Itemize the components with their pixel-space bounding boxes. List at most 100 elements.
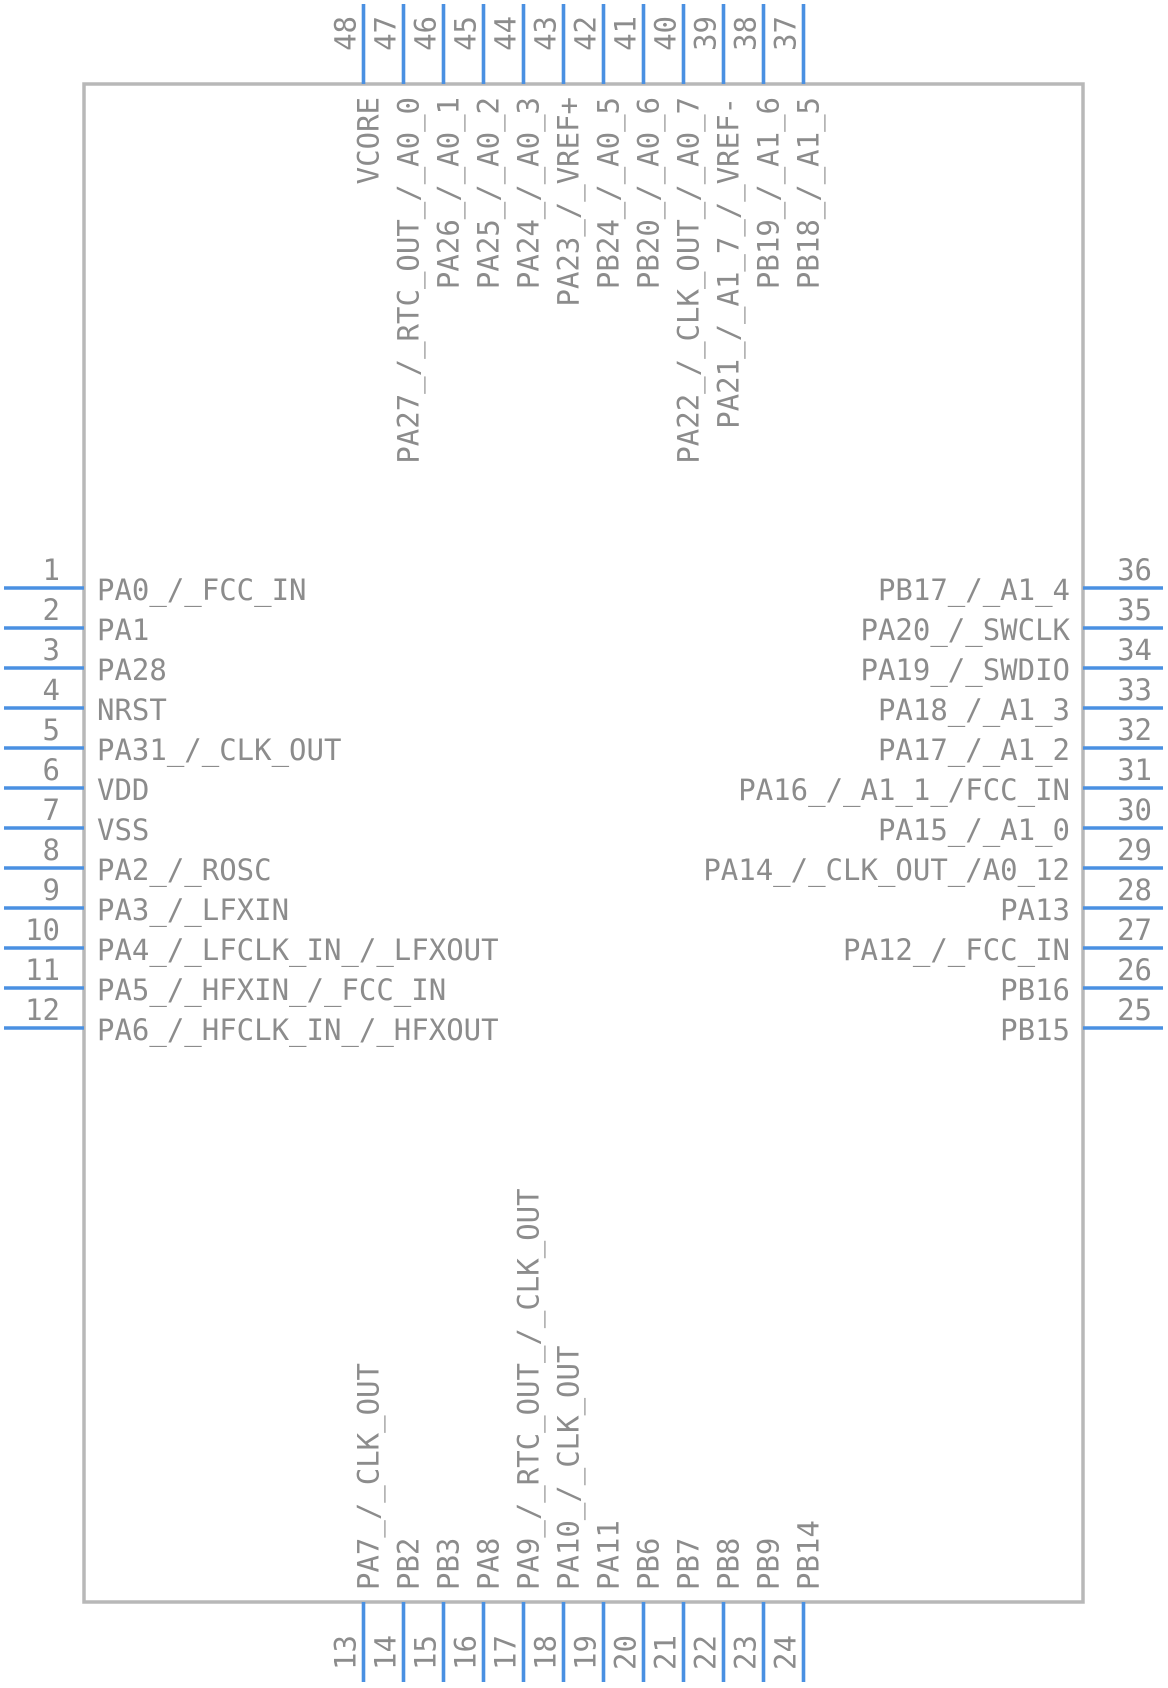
pin-label: PA1 — [97, 613, 149, 647]
pin-label: PA27_/_RTC_OUT_/_A0_0 — [392, 97, 427, 464]
pin-label: PA26_/_A0_1 — [432, 97, 467, 289]
pin-label: PA8 — [472, 1538, 506, 1590]
pin-bottom: 22 PB8 — [689, 1538, 746, 1682]
pin-bottom: 14 PB2 — [369, 1538, 426, 1682]
pin-number: 28 — [1117, 873, 1152, 907]
pin-label: PA7_/_CLK_OUT — [352, 1363, 387, 1590]
pin-bottom: 16 PA8 — [449, 1538, 506, 1682]
pin-label: PA15_/_A1_0 — [878, 813, 1070, 848]
pin-number: 26 — [1117, 953, 1152, 987]
pin-number: 19 — [569, 1635, 603, 1670]
pin-number: 24 — [769, 1635, 803, 1670]
pin-number: 38 — [729, 16, 763, 51]
pin-number: 30 — [1117, 793, 1152, 827]
pin-number: 21 — [649, 1635, 683, 1670]
pin-number: 4 — [43, 673, 60, 707]
pin-label: PB24_/_A0_5 — [592, 97, 627, 289]
pin-label: PB20_/_A0_6 — [632, 97, 667, 289]
pin-number: 20 — [609, 1635, 643, 1670]
pin-label: PA3_/_LFXIN — [97, 893, 289, 928]
pin-number: 39 — [689, 16, 723, 51]
pin-label: PA31_/_CLK_OUT — [97, 733, 341, 768]
pin-label: PA20_/_SWCLK — [860, 613, 1070, 648]
pin-label: PB18_/_A1_5 — [792, 97, 827, 289]
pin-number: 32 — [1117, 713, 1152, 747]
pin-number: 22 — [689, 1635, 723, 1670]
pin-number: 36 — [1117, 553, 1152, 587]
pin-label: PA16_/_A1_1_/FCC_IN — [738, 773, 1070, 808]
pin-label: PB8 — [712, 1538, 746, 1590]
pin-label: PA2_/_ROSC — [97, 853, 272, 888]
pin-label: PA23_/_VREF+ — [552, 97, 587, 307]
pin-label: PA12_/_FCC_IN — [843, 933, 1070, 968]
pin-number: 25 — [1117, 993, 1152, 1027]
pin-number: 29 — [1117, 833, 1152, 867]
pin-number: 18 — [529, 1635, 563, 1670]
pin-number: 5 — [43, 713, 60, 747]
pin-number: 6 — [43, 753, 60, 787]
pin-label: PB14 — [792, 1520, 826, 1590]
top-pin-group: 37PB18_/_A1_538PB19_/_A1_639PA21_/_A1_7_… — [329, 4, 827, 464]
pin-label: PA13 — [1000, 893, 1070, 927]
pin-number: 31 — [1117, 753, 1152, 787]
pin-number: 8 — [43, 833, 60, 867]
pin-number: 35 — [1117, 593, 1152, 627]
pin-number: 23 — [729, 1635, 763, 1670]
pin-number: 12 — [25, 993, 60, 1027]
pin-label: PA21_/_A1_7_/_VREF- — [712, 97, 747, 429]
pin-label: PA17_/_A1_2 — [878, 733, 1070, 768]
pin-number: 16 — [449, 1635, 483, 1670]
pin-number: 14 — [369, 1635, 403, 1670]
pin-number: 1 — [43, 553, 60, 587]
pin-number: 10 — [25, 913, 60, 947]
ic-body-outline — [82, 82, 1085, 1604]
pin-label: VSS — [97, 813, 149, 847]
pin-label: PB9 — [752, 1538, 786, 1590]
pin-number: 7 — [43, 793, 60, 827]
pin-label: PA4_/_LFCLK_IN_/_LFXOUT — [97, 933, 499, 968]
pin-label: PB2 — [392, 1538, 426, 1590]
pin-number: 34 — [1117, 633, 1152, 667]
pin-label: PA25_/_A0_2 — [472, 97, 507, 289]
pin-number: 42 — [569, 16, 603, 51]
pin-number: 27 — [1117, 913, 1152, 947]
pin-label: PA0_/_FCC_IN — [97, 573, 307, 608]
